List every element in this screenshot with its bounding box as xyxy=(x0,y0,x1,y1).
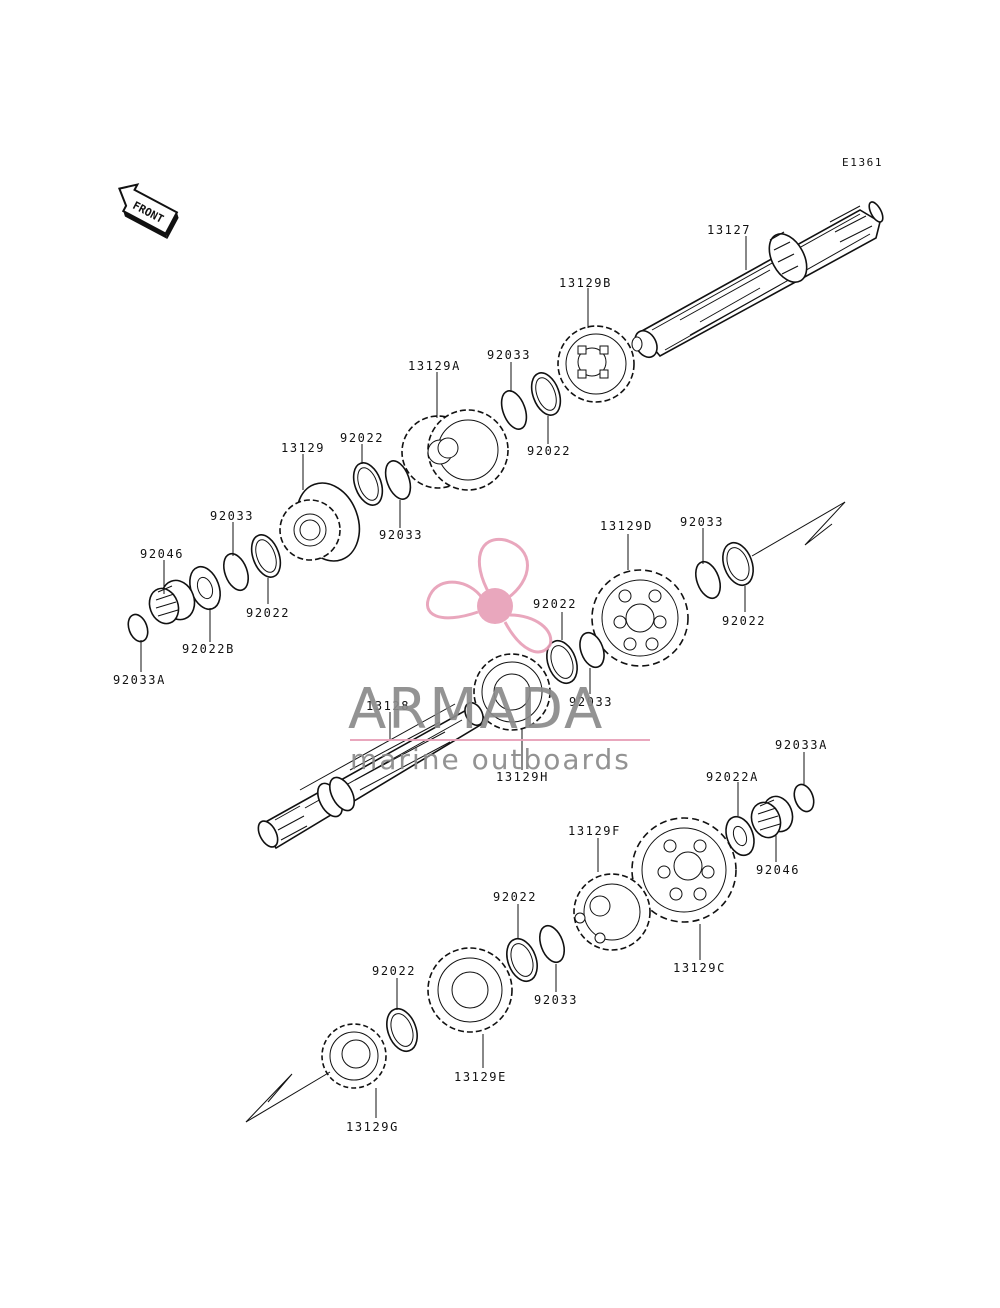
callout-13129C: 13129C xyxy=(673,961,726,975)
gear-13129F xyxy=(573,873,651,951)
input-shaft-13128 xyxy=(257,701,484,850)
gear-13129H xyxy=(473,653,551,731)
circlip-92033A-upper xyxy=(127,613,149,643)
callout-92022: 92022 xyxy=(493,890,537,904)
callout-92022: 92022 xyxy=(533,597,577,611)
diagram-code: E1361 xyxy=(842,156,883,169)
armada-watermark: ARMADA marine outboards xyxy=(348,537,650,776)
callout-92033: 92033 xyxy=(487,348,531,362)
needle-bearing-92046-lower xyxy=(750,795,794,839)
callout-13129F: 13129F xyxy=(568,824,621,838)
circlip-92033-mid-a xyxy=(694,560,722,600)
callout-92022B: 92022B xyxy=(182,642,235,656)
callout-92033A: 92033A xyxy=(775,738,828,752)
gear-13129E xyxy=(427,947,513,1033)
callout-92033: 92033 xyxy=(680,515,724,529)
gear-13129C xyxy=(631,817,737,923)
callout-13129G: 13129G xyxy=(346,1120,399,1134)
callout-92033: 92033 xyxy=(379,528,423,542)
gear-13129D xyxy=(591,569,689,667)
callout-92022A: 92022A xyxy=(706,770,759,784)
callout-13129B: 13129B xyxy=(559,276,612,290)
circlip-92033-mid-b xyxy=(579,631,605,669)
callout-13129D: 13129D xyxy=(600,519,653,533)
callout-92022: 92022 xyxy=(246,606,290,620)
callout-13129A: 13129A xyxy=(408,359,461,373)
gear-13129B xyxy=(557,325,635,403)
callout-92046: 92046 xyxy=(140,547,184,561)
callout-92046: 92046 xyxy=(756,863,800,877)
callout-92022: 92022 xyxy=(340,431,384,445)
circlip-92033-upper-b xyxy=(384,460,412,500)
callout-13129H: 13129H xyxy=(496,770,549,784)
callout-92022: 92022 xyxy=(527,444,571,458)
callout-13127: 13127 xyxy=(707,223,751,237)
watermark-tagline: marine outboards xyxy=(350,743,631,776)
callout-13129: 13129 xyxy=(281,441,325,455)
circlip-92033A-lower xyxy=(793,783,815,813)
output-shaft-13127 xyxy=(631,201,884,359)
circlip-92033-upper-a xyxy=(500,390,528,430)
callout-92033A: 92033A xyxy=(113,673,166,687)
needle-bearing-92046-upper xyxy=(148,579,196,625)
watermark-brand: ARMADA xyxy=(348,677,604,742)
callout-92033: 92033 xyxy=(534,993,578,1007)
callout-92022: 92022 xyxy=(722,614,766,628)
callout-92022: 92022 xyxy=(372,964,416,978)
callout-13128: 13128 xyxy=(366,699,410,713)
front-arrow-icon: FRONT xyxy=(118,183,179,240)
gear-13129 xyxy=(279,482,361,562)
callout-92033: 92033 xyxy=(569,695,613,709)
gear-13129A xyxy=(401,409,509,491)
gear-13129G xyxy=(321,1023,387,1089)
propeller-logo-icon xyxy=(426,537,553,654)
circlip-92033-lower-a xyxy=(538,924,566,964)
callout-13129E: 13129E xyxy=(454,1070,507,1084)
callout-92033: 92033 xyxy=(210,509,254,523)
circlip-92033-upper-c xyxy=(222,552,250,592)
